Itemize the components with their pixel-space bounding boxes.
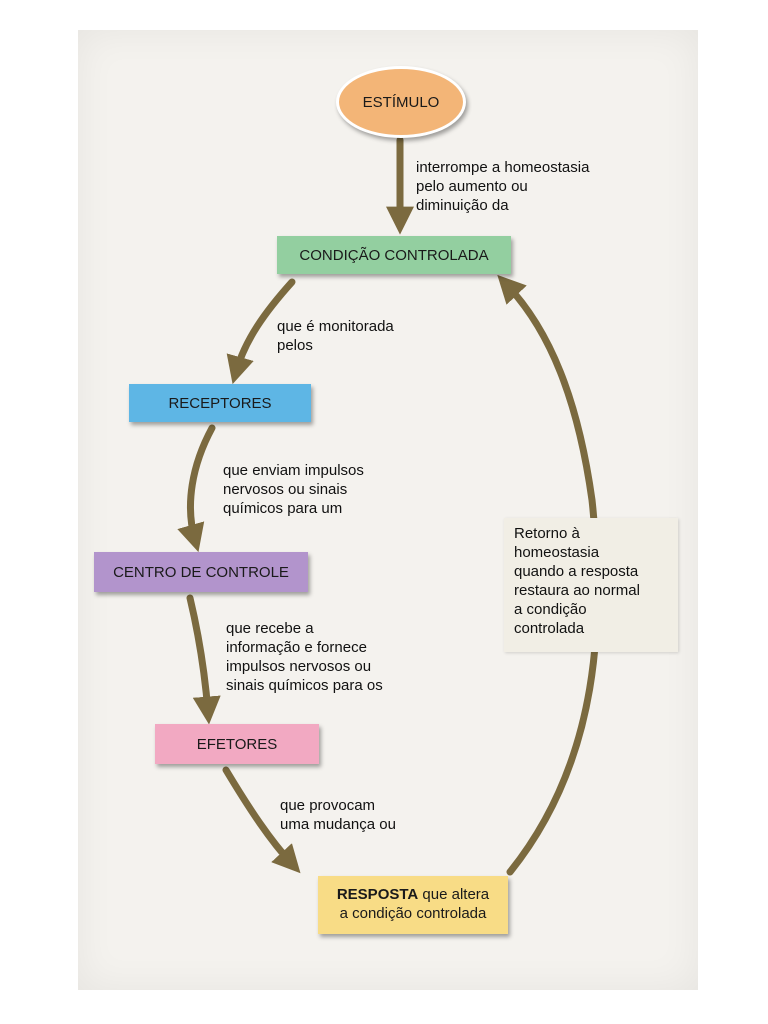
node-centro-de-controle: CENTRO DE CONTROLE [94, 552, 308, 592]
edge-label-receptores-centro: que enviam impulsos nervosos ou sinais q… [223, 462, 364, 517]
node-resposta-rest: que altera a condição controlada [339, 886, 490, 922]
node-efetores: EFETORES [155, 724, 319, 764]
edge-label-condicao-receptores: que é monitorada pelos [277, 318, 394, 354]
arrow-receptores-centro [177, 424, 216, 553]
edge-label-centro-efetores: que recebe a informação e fornece impuls… [226, 620, 383, 694]
arrow-centro-efetores [186, 594, 221, 725]
arrow-condicao-receptores [226, 278, 296, 385]
arrow-efetores-resposta [222, 766, 301, 874]
feedback-label-retorno: Retorno à homeostasia quando a resposta … [504, 518, 678, 652]
node-resposta: RESPOSTA que altera a condição controlad… [318, 876, 508, 934]
node-receptores: RECEPTORES [129, 384, 311, 422]
edge-label-estimulo-condicao: interrompe a homeostasia pelo aumento ou… [416, 159, 590, 214]
node-receptores-label: RECEPTORES [168, 394, 272, 412]
node-condicao-controlada: CONDIÇÃO CONTROLADA [277, 236, 511, 274]
node-resposta-text: RESPOSTA que altera a condição controlad… [337, 886, 489, 924]
node-estimulo: ESTÍMULO [336, 66, 466, 138]
edge-label-efetores-resposta: que provocam uma mudança ou [280, 797, 396, 833]
node-resposta-bold: RESPOSTA [336, 886, 419, 904]
node-centro-label: CENTRO DE CONTROLE [113, 563, 289, 581]
node-efetores-label: EFETORES [196, 735, 278, 753]
node-estimulo-label: ESTÍMULO [362, 93, 440, 111]
node-condicao-label: CONDIÇÃO CONTROLADA [299, 246, 489, 264]
